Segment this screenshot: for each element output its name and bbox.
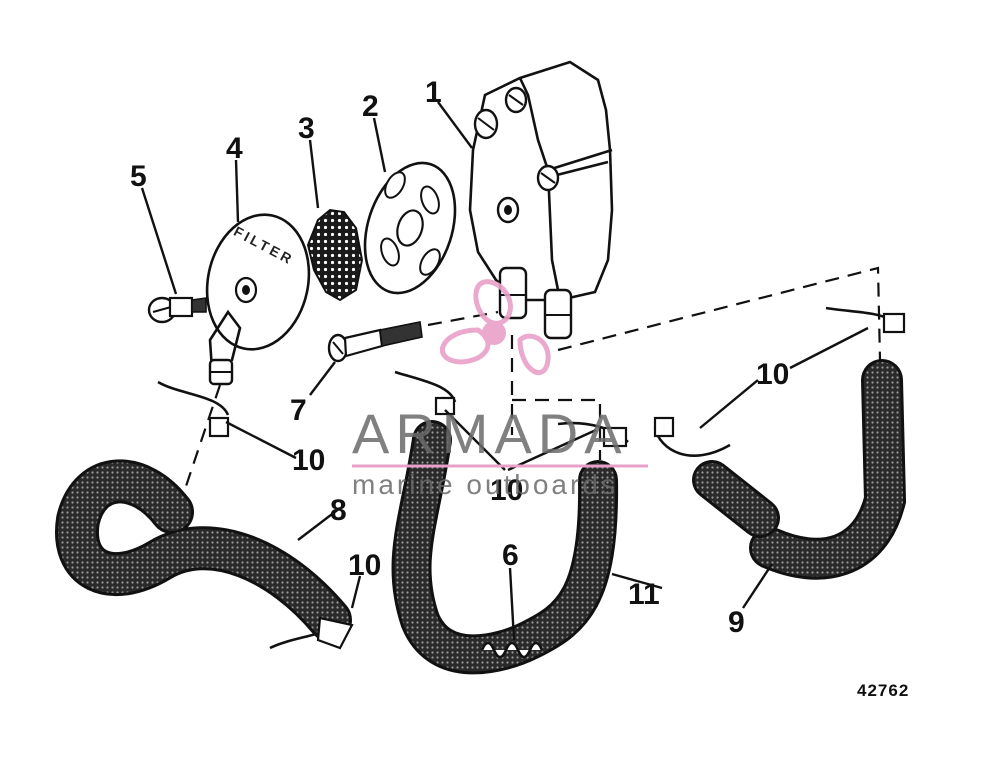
watermark-brand: ARMADA	[352, 402, 628, 465]
callout-9: 9	[728, 606, 745, 639]
callout-10: 10	[490, 474, 523, 507]
watermark-tagline: marine outboards	[352, 469, 618, 500]
armada-watermark: ARMADA marine outboards	[352, 279, 648, 500]
part-3-filter-screen	[306, 208, 364, 302]
callout-7: 7	[290, 394, 307, 427]
callout-1: 1	[425, 76, 442, 109]
callout-11: 11	[628, 578, 660, 611]
callout-10: 10	[292, 444, 325, 477]
part-5-screw	[147, 296, 207, 324]
routing-dashed-lines	[176, 266, 882, 511]
callout-10: 10	[348, 549, 381, 582]
callout-4: 4	[226, 132, 243, 165]
callout-5: 5	[130, 160, 147, 193]
part-7-bolt	[327, 321, 423, 363]
callout-10: 10	[756, 358, 789, 391]
part-1-filter-body	[468, 60, 614, 340]
callout-2: 2	[362, 90, 379, 123]
part-8-hose	[55, 459, 352, 642]
part-4-filter-cover: FILTER	[205, 213, 311, 386]
part-2-filter-plate	[363, 161, 457, 295]
propeller-logo-icon	[439, 279, 551, 375]
figure-number: 42762	[857, 681, 909, 700]
leader-lines	[140, 101, 869, 641]
callout-labels: 1 2 3 4 5 7 10 8 10 10 6 11 9 10	[130, 76, 789, 639]
callout-3: 3	[298, 112, 315, 145]
part-6-spring	[480, 641, 544, 659]
hose-clamps	[157, 306, 906, 650]
callout-6: 6	[502, 539, 519, 572]
callout-8: 8	[330, 494, 347, 527]
inlet-fitting	[498, 266, 528, 320]
part-11-u-hose	[391, 420, 619, 675]
part-9-hose	[692, 359, 907, 580]
